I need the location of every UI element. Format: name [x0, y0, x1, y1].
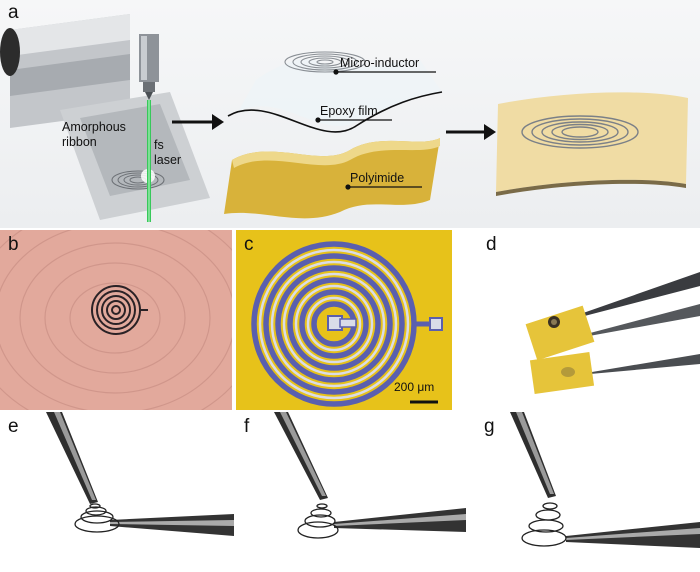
- label-polyimide: Polyimide: [350, 171, 405, 185]
- label-fs-laser-line1: fs: [154, 138, 164, 152]
- panel-label-f: f: [244, 416, 250, 437]
- panel-label-c: c: [244, 234, 254, 255]
- panel-e: e: [0, 412, 234, 572]
- panel-g: g: [466, 412, 700, 572]
- flexible-device-drawing: [496, 92, 688, 196]
- scale-bar-label: 200 μm: [394, 380, 435, 394]
- layer-stack-drawing: [224, 51, 443, 219]
- panel-label-d: d: [486, 234, 497, 255]
- label-micro-inductor: Micro-inductor: [340, 56, 420, 70]
- annotation-leaders: [315, 69, 436, 190]
- process-arrow-2: [446, 124, 496, 140]
- label-amorphous-ribbon-line1: Amorphous: [62, 120, 126, 134]
- panel-label-a: a: [8, 2, 19, 23]
- fs-laser-drawing: [139, 34, 159, 222]
- process-arrow-1: [172, 114, 224, 130]
- panel-c: c 200 μm: [236, 230, 452, 410]
- amorphous-ribbon-drawing: [0, 14, 210, 220]
- skin-inductor-photo: [0, 230, 232, 410]
- coil-stretch-2-photo: [510, 412, 700, 548]
- panel-f: f: [234, 412, 466, 572]
- panel-b: b: [0, 230, 232, 410]
- panel-d: d: [456, 230, 700, 410]
- coil-stretch-1-photo: [274, 412, 466, 539]
- coil-stretch-0-photo: [46, 412, 234, 536]
- tweezers-photo: [525, 272, 700, 395]
- panel-label-e: e: [8, 416, 19, 437]
- panel-label-g: g: [484, 416, 495, 437]
- microscope-inductor-photo: [251, 241, 443, 407]
- label-fs-laser-line2: laser: [154, 153, 182, 167]
- label-amorphous-ribbon-line2: ribbon: [62, 135, 97, 149]
- panel-a: a Amorphous ribbon fs laser Micro-induct…: [0, 0, 700, 228]
- label-epoxy-film: Epoxy film: [320, 104, 378, 118]
- panel-label-b: b: [8, 234, 19, 255]
- panel-a-illustration: [0, 14, 688, 222]
